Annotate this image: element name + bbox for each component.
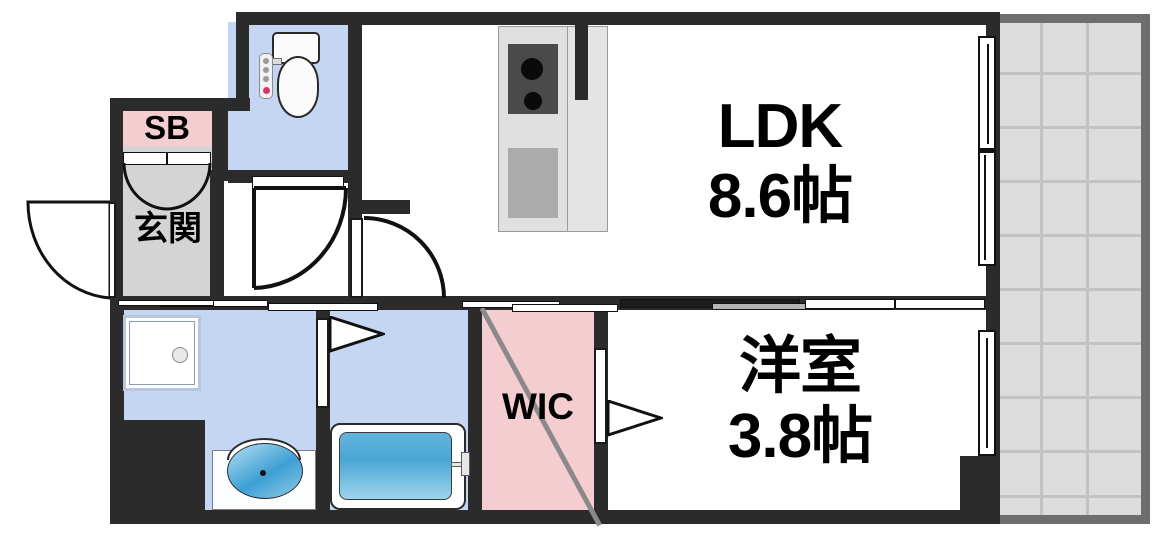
room-shoebox bbox=[122, 110, 212, 146]
balcony-sash-ldk-mid bbox=[978, 148, 996, 153]
balcony-grid-h-4 bbox=[1000, 234, 1141, 237]
partition-panel-5[interactable] bbox=[805, 299, 895, 309]
wall-top-main bbox=[236, 12, 1000, 25]
balcony-rail-bottom bbox=[1000, 515, 1150, 524]
balcony-grid-h-8 bbox=[1000, 450, 1141, 453]
washing-machine-inner bbox=[129, 321, 195, 385]
wall-hall-right-stub bbox=[348, 200, 410, 214]
entrance-door-swing-icon bbox=[26, 200, 110, 300]
genkan-upper-opening bbox=[118, 300, 214, 306]
shoebox-door-right[interactable] bbox=[167, 152, 211, 165]
balcony-grid-h-6 bbox=[1000, 342, 1141, 345]
ldk-door-swing-icon bbox=[363, 216, 446, 299]
balcony-grid-h-2 bbox=[1000, 126, 1141, 129]
wic-door-leaf[interactable] bbox=[594, 348, 607, 444]
wall-washroom-lower-left bbox=[110, 420, 205, 524]
balcony-grid-h-1 bbox=[1000, 72, 1141, 75]
label-shoebox: SB bbox=[144, 109, 190, 146]
wall-left-lower bbox=[110, 296, 124, 524]
partition-panel-2[interactable] bbox=[512, 304, 618, 312]
balcony-grid-h-3 bbox=[1000, 180, 1141, 183]
label-ldk: LDK bbox=[717, 92, 843, 161]
wall-genkan-right bbox=[210, 170, 224, 308]
bathtub-faucet-base-icon bbox=[461, 452, 470, 476]
toilet-bowl bbox=[277, 56, 319, 118]
balcony-grid-h-5 bbox=[1000, 288, 1141, 291]
balcony-area bbox=[1000, 14, 1150, 524]
room-genkan bbox=[118, 140, 218, 305]
room-ldk bbox=[350, 22, 990, 300]
balcony-sash-bedroom-pane bbox=[986, 338, 988, 448]
wall-toilet-left-upper bbox=[236, 12, 249, 100]
balcony-grid-v-2 bbox=[1086, 23, 1089, 515]
toilet-panel-dot-3 bbox=[263, 76, 269, 82]
balcony-grid-v-1 bbox=[1040, 23, 1043, 515]
wall-ldk-left bbox=[349, 12, 362, 72]
room-hall bbox=[220, 170, 360, 305]
balcony-grid-h-7 bbox=[1000, 396, 1141, 399]
ldk-door-leaf[interactable] bbox=[350, 218, 363, 298]
shoebox-door-left[interactable] bbox=[123, 152, 167, 165]
label-wic: WIC bbox=[502, 386, 574, 427]
wic-door-arrow-icon bbox=[607, 400, 663, 437]
basin-drain-icon bbox=[260, 470, 266, 476]
washroom-upper-sash-right[interactable] bbox=[268, 303, 378, 311]
stove-burner-top-icon bbox=[521, 58, 543, 80]
toilet-panel-dot-red bbox=[263, 87, 270, 94]
room-bedroom bbox=[610, 300, 990, 522]
wall-wic-left bbox=[468, 305, 482, 524]
shoebox-door-swing-icon bbox=[122, 163, 212, 211]
washroom-door-arrow-icon bbox=[329, 316, 385, 353]
balcony-grid-h-9 bbox=[1000, 495, 1141, 498]
balcony-rail-right bbox=[1141, 14, 1150, 524]
wall-kitchen-divider bbox=[575, 25, 588, 100]
label-bedroom-size: 3.8帖 bbox=[727, 402, 873, 471]
bathtub bbox=[339, 432, 452, 500]
partition-panel-6[interactable] bbox=[895, 299, 985, 309]
wall-bottom-outer bbox=[110, 510, 1000, 524]
stove-burner-bottom-icon bbox=[524, 92, 542, 110]
washroom-door-leaf[interactable] bbox=[316, 318, 329, 408]
toilet-panel-dot-1 bbox=[263, 58, 269, 64]
balcony-sash-ldk-pane-upper bbox=[987, 44, 989, 144]
label-genkan: 玄関 bbox=[134, 210, 202, 248]
washing-machine-drain-icon bbox=[172, 347, 188, 363]
balcony-rail-top bbox=[1000, 14, 1150, 23]
wall-bedroom-corner bbox=[960, 456, 1000, 524]
label-bedroom: 洋室 bbox=[738, 332, 862, 401]
washing-machine-space bbox=[123, 315, 201, 391]
toilet-panel-dot-2 bbox=[263, 67, 269, 73]
toilet-door-swing-icon bbox=[252, 186, 348, 290]
label-ldk-size: 8.6帖 bbox=[707, 162, 853, 231]
balcony-sash-ldk-pane-lower bbox=[984, 155, 986, 260]
wall-toilet-left-lower bbox=[212, 98, 228, 181]
kitchen-sink bbox=[508, 148, 558, 218]
